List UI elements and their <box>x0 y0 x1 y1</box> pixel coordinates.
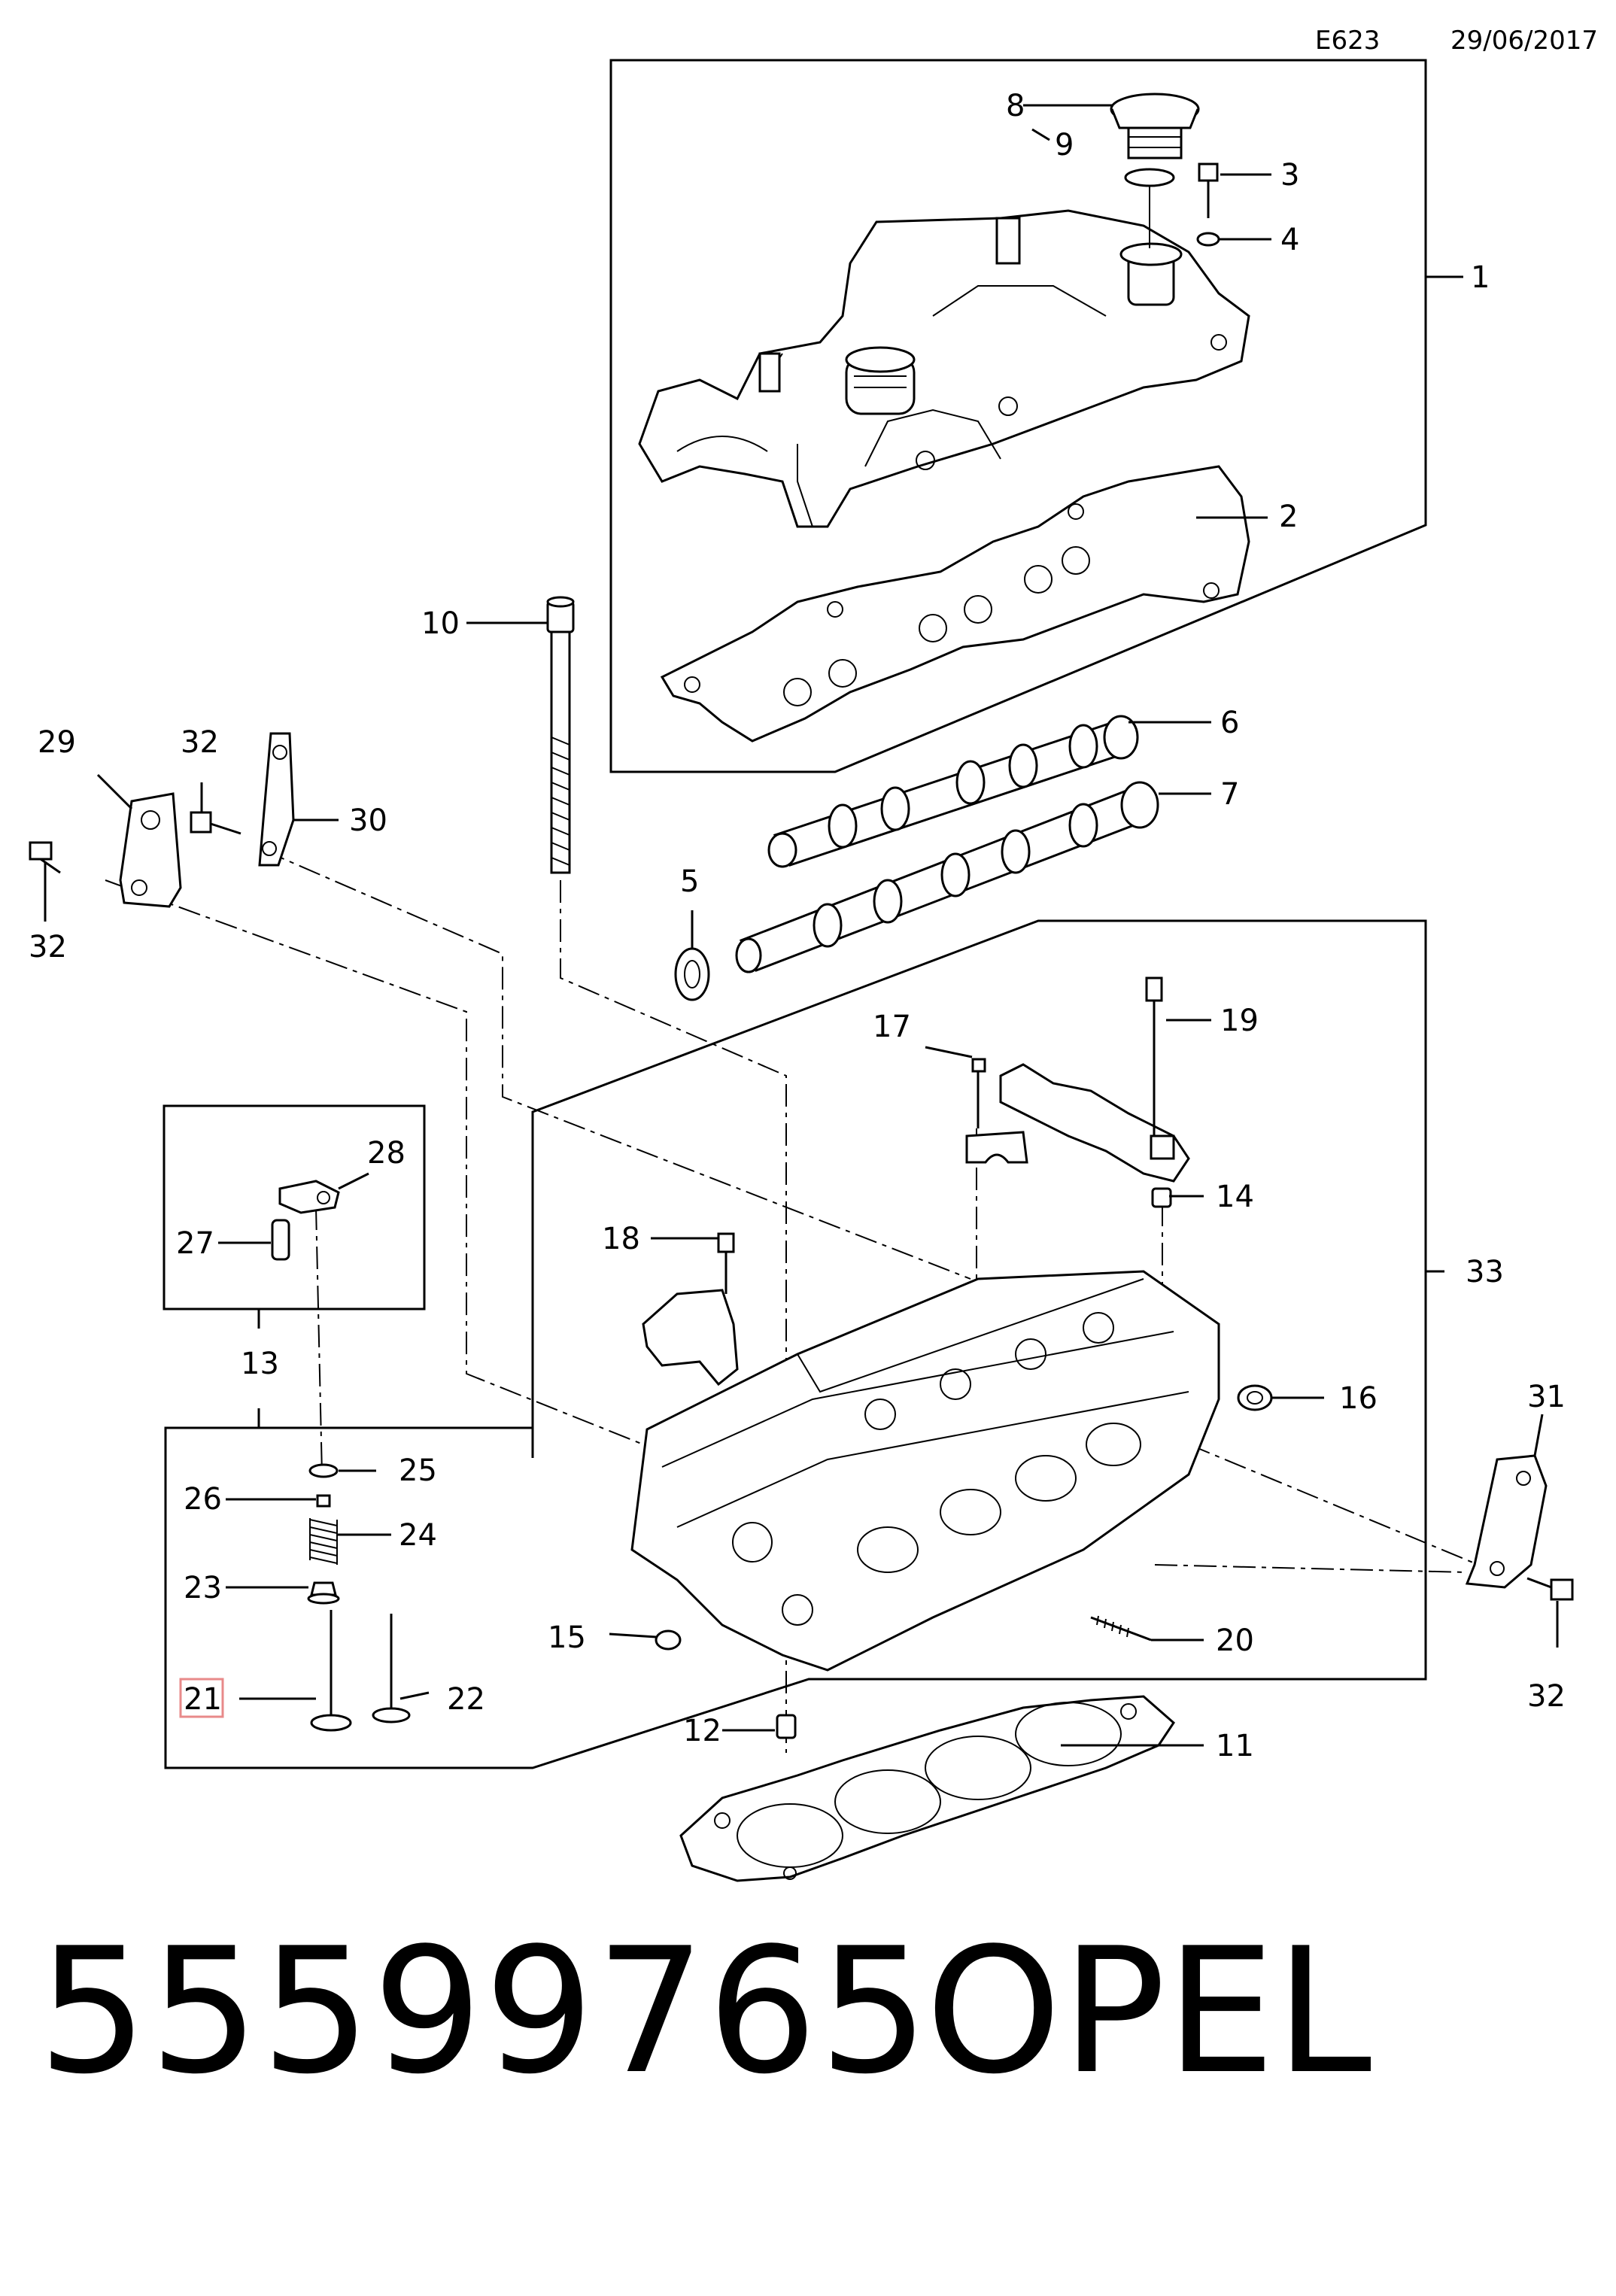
camshaft-seal <box>674 947 710 1001</box>
callout-29: 29 <box>38 725 76 760</box>
valve-seal-23 <box>307 1581 340 1605</box>
exhaust-valve-22 <box>372 1614 411 1724</box>
callout-13: 13 <box>241 1347 279 1381</box>
stud-20 <box>1090 1615 1152 1642</box>
callout-7: 7 <box>1220 777 1239 812</box>
callout-17: 17 <box>873 1010 911 1044</box>
callout-8: 8 <box>1006 89 1025 123</box>
callout-11: 11 <box>1216 1729 1254 1763</box>
callout-5: 5 <box>680 864 699 899</box>
callouts: 1 2 3 4 5 6 7 8 9 10 11 12 13 14 15 16 1… <box>29 89 1566 1763</box>
callout-31: 31 <box>1527 1380 1566 1414</box>
callout-14: 14 <box>1216 1180 1254 1214</box>
cam-bearing-cap-18 <box>642 1232 739 1386</box>
callout-32-left: 32 <box>29 930 67 964</box>
bolt-32-left <box>29 841 61 874</box>
callout-19: 19 <box>1220 1004 1259 1038</box>
callout-18: 18 <box>602 1222 640 1256</box>
callout-22: 22 <box>447 1682 485 1717</box>
callout-1: 1 <box>1471 260 1490 295</box>
bracket-left-upper <box>258 732 295 867</box>
lifter-inset-frame <box>163 1104 426 1310</box>
head-bolt <box>546 596 575 874</box>
lifter-27 <box>271 1219 290 1261</box>
callout-27: 27 <box>176 1226 214 1261</box>
exhaust-camshaft <box>735 781 1159 973</box>
callout-highlight-box <box>179 1678 224 1718</box>
cover-gasket <box>660 465 1250 743</box>
valve-cover <box>638 209 1250 528</box>
bolt-32-right <box>1526 1577 1574 1601</box>
callout-24: 24 <box>399 1518 437 1553</box>
callout-4: 4 <box>1280 223 1299 257</box>
diagram-code: E623 <box>1315 26 1381 56</box>
head-group-frame <box>164 919 1427 1769</box>
callout-15: 15 <box>548 1620 586 1655</box>
callout-3: 3 <box>1280 158 1299 193</box>
callout-2: 2 <box>1279 500 1298 534</box>
cover-bolt <box>1198 162 1219 218</box>
intake-camshaft <box>767 715 1139 868</box>
cylinder-head <box>630 1270 1220 1672</box>
callout-21: 21 <box>184 1682 222 1717</box>
callout-32-upper: 32 <box>181 725 219 760</box>
callout-28: 28 <box>367 1136 406 1171</box>
callout-12: 12 <box>683 1714 721 1748</box>
bolt-seal <box>1196 232 1220 247</box>
part-number: 55599765 <box>38 1912 931 2112</box>
head-gasket <box>679 1695 1175 1882</box>
cap-seal-ring <box>1124 168 1175 187</box>
plug-16 <box>1237 1384 1273 1411</box>
leader-lines <box>44 104 1559 1747</box>
callout-20: 20 <box>1216 1623 1254 1658</box>
diagram-date: 29/06/2017 <box>1450 26 1598 56</box>
cam-bearing-cap-17 <box>965 1058 1028 1164</box>
callout-23: 23 <box>184 1571 222 1605</box>
callout-26: 26 <box>184 1482 222 1517</box>
cover-group-frame <box>609 59 1427 773</box>
valve-key-26 <box>316 1494 331 1508</box>
rocker-arm-28 <box>278 1180 340 1214</box>
dowel-14 <box>1151 1187 1172 1208</box>
cam-bearing-bridge-19 <box>999 976 1190 1183</box>
intake-valve-21 <box>310 1610 352 1732</box>
callout-6: 6 <box>1220 706 1239 740</box>
brand-name: OPEL <box>925 1912 1372 2112</box>
valve-spring-24 <box>309 1518 338 1565</box>
bracket-left-lower <box>119 792 182 908</box>
callout-16: 16 <box>1339 1381 1378 1416</box>
callout-25: 25 <box>399 1453 437 1488</box>
dowel-12 <box>776 1714 797 1739</box>
bolt-32-upper <box>190 811 241 835</box>
spring-cap-25 <box>308 1463 339 1478</box>
callout-9: 9 <box>1055 128 1074 162</box>
plug-15 <box>655 1629 682 1651</box>
callout-33: 33 <box>1466 1255 1504 1289</box>
callout-10: 10 <box>421 606 460 641</box>
callout-32-right: 32 <box>1527 1679 1566 1714</box>
oil-filler-cap <box>1110 93 1200 159</box>
bracket-right <box>1465 1454 1548 1589</box>
callout-30: 30 <box>349 803 387 838</box>
